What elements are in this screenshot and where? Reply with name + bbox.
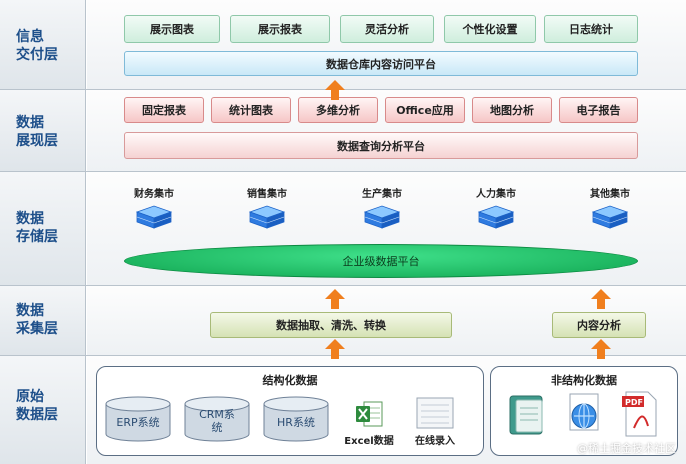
layer-title-storage: 数据 存储层 <box>16 211 58 245</box>
presentation-tab-fixed-reports: 固定报表 <box>124 97 204 123</box>
pdf-file-icon: PDF <box>622 391 657 437</box>
up-arrow-icon <box>325 289 345 309</box>
layer-title-source: 原始 数据层 <box>16 389 58 423</box>
content-analysis-box: 内容分析 <box>552 312 646 338</box>
up-arrow-icon <box>591 339 611 359</box>
data-mart-cube-icon <box>135 205 173 229</box>
mart-label-finance: 财务集市 <box>134 189 174 200</box>
mart-label-other: 其他集市 <box>590 189 630 200</box>
presentation-tab-e-report: 电子报告 <box>559 97 638 123</box>
unstructured-data-title: 非结构化数据 <box>551 374 617 387</box>
delivery-tab-log-stats: 日志统计 <box>544 15 638 43</box>
etl-box: 数据抽取、清洗、转换 <box>210 312 452 338</box>
delivery-tab-flexible-analysis: 灵活分析 <box>340 15 434 43</box>
database-cylinder-icon <box>184 396 250 442</box>
up-arrow-icon <box>325 80 345 100</box>
layer-title-delivery: 信息 交付层 <box>16 29 58 63</box>
data-mart-cube-icon <box>591 205 629 229</box>
presentation-tab-stat-charts: 统计图表 <box>211 97 291 123</box>
excel-data-label: Excel数据 <box>344 436 394 447</box>
database-cylinder-icon <box>263 396 329 442</box>
crm-system-label: CRM系 统 <box>199 408 235 434</box>
delivery-tab-charts: 展示图表 <box>124 15 220 43</box>
document-folder-icon <box>509 395 543 435</box>
up-arrow-icon <box>325 339 345 359</box>
erp-system-label: ERP系统 <box>116 416 160 429</box>
enterprise-data-platform: 企业级数据平台 <box>124 244 638 278</box>
database-cylinder-icon <box>105 396 171 442</box>
svg-text:PDF: PDF <box>625 398 643 407</box>
data-mart-cube-icon <box>477 205 515 229</box>
data-mart-cube-icon <box>248 205 286 229</box>
excel-icon <box>356 401 383 427</box>
mart-label-production: 生产集市 <box>362 189 402 200</box>
hr-system-label: HR系统 <box>277 416 315 429</box>
delivery-tab-personalization: 个性化设置 <box>444 15 536 43</box>
presentation-tab-map-analysis: 地图分析 <box>472 97 552 123</box>
online-form-icon <box>416 397 454 429</box>
watermark-text: @稀土掘金技术社区 <box>577 442 676 455</box>
delivery-tab-reports: 展示报表 <box>230 15 330 43</box>
layer-title-collection: 数据 采集层 <box>16 303 58 337</box>
delivery-platform: 数据仓库内容访问平台 <box>124 51 638 76</box>
mart-label-hr: 人力集市 <box>476 189 516 200</box>
presentation-platform: 数据查询分析平台 <box>124 132 638 159</box>
layer-title-presentation: 数据 展现层 <box>16 115 58 149</box>
data-mart-cube-icon <box>363 205 401 229</box>
mart-label-sales: 销售集市 <box>247 189 287 200</box>
delivery-band <box>0 0 686 90</box>
presentation-tab-office: Office应用 <box>385 97 465 123</box>
structured-data-title: 结构化数据 <box>262 374 318 387</box>
online-entry-label: 在线录入 <box>415 436 455 447</box>
web-document-icon <box>569 393 599 431</box>
up-arrow-icon <box>591 289 611 309</box>
